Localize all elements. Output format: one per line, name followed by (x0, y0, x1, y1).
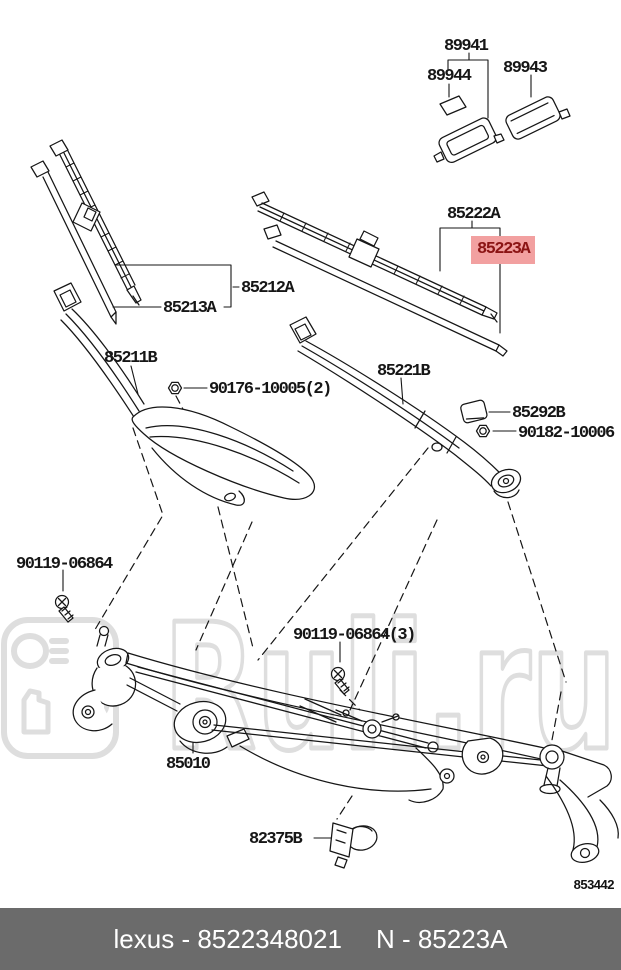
wiper-arm-right (289, 316, 522, 499)
wiper-link-assembly (72, 625, 619, 863)
wiper-blade-left-pair (30, 139, 142, 325)
part-label-89941: 89941 (444, 37, 489, 56)
footer-part-number: N - 85223A (375, 923, 508, 954)
part-label-82375b: 82375B (249, 830, 303, 849)
part-label-85212a: 85212A (241, 279, 295, 298)
footer-bar: lexus - 8522348021 N - 85223A (0, 908, 621, 970)
part-label-85211b: 85211B (104, 349, 158, 368)
wiper-arm-left (53, 282, 316, 506)
leader-lines (62, 52, 532, 839)
part-label-90119-06864-3: 90119-06864(3) (293, 626, 416, 645)
part-label-89943: 89943 (503, 59, 548, 78)
part-label-90176-10005: 90176-10005(2) (209, 380, 332, 399)
wiper-blade-right-pair (251, 191, 508, 357)
part-label-85223a: 85223A (471, 236, 536, 264)
headlight-icon (11, 633, 69, 669)
part-label-85213a: 85213A (163, 299, 217, 318)
diagram-stage: Ruli.ru (1, 37, 620, 892)
rain-sensor-parts (433, 95, 571, 164)
nut-icon (475, 424, 491, 438)
part-label-85221b: 85221B (377, 362, 431, 381)
part-label-90119-06864: 90119-06864 (16, 555, 113, 574)
pivot-cap-part (460, 399, 488, 424)
oil-can-icon (21, 688, 51, 735)
part-label-89944: 89944 (427, 67, 472, 86)
drawing-number: 853442 (573, 877, 615, 892)
part-label-85292b: 85292B (512, 404, 566, 423)
part-label-85010: 85010 (166, 755, 211, 774)
wiper-parts-diagram: Ruli.ru (1, 52, 620, 869)
footer-catalog-code: lexus - 8522348021 (113, 923, 342, 954)
clip-part (329, 822, 378, 869)
nut-icon (167, 381, 183, 395)
part-label-85222a: 85222A (447, 205, 501, 224)
part-label-90182-10006: 90182-10006 (518, 424, 615, 443)
